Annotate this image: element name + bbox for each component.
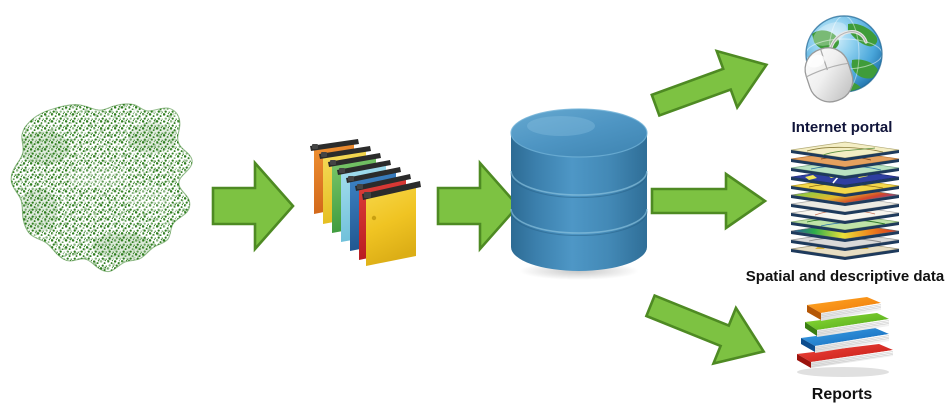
globe-mouse-icon (742, 8, 942, 117)
poland-forest-map-icon (2, 78, 207, 280)
arrow-folders-to-database (434, 158, 522, 254)
output-label-spatial-descriptive-data: Spatial and descriptive data (745, 268, 945, 285)
arrow-database-to-reports (640, 286, 776, 372)
database-cylinder-icon (505, 105, 653, 280)
arrow-database-to-layers (648, 170, 770, 232)
output-label-internet-portal: Internet portal (791, 119, 893, 136)
output-spatial-descriptive-data: Spatial and descriptive data (742, 140, 948, 285)
output-label-reports: Reports (811, 386, 873, 403)
map-layers-stack-icon (742, 140, 948, 267)
hanging-folders-icon (296, 132, 424, 266)
arrow-map-to-folders (209, 158, 297, 254)
output-reports: Reports (742, 292, 942, 404)
arrow-database-to-portal (646, 42, 776, 128)
book-stack-icon (742, 292, 942, 383)
output-internet-portal: Internet portal (742, 8, 942, 136)
